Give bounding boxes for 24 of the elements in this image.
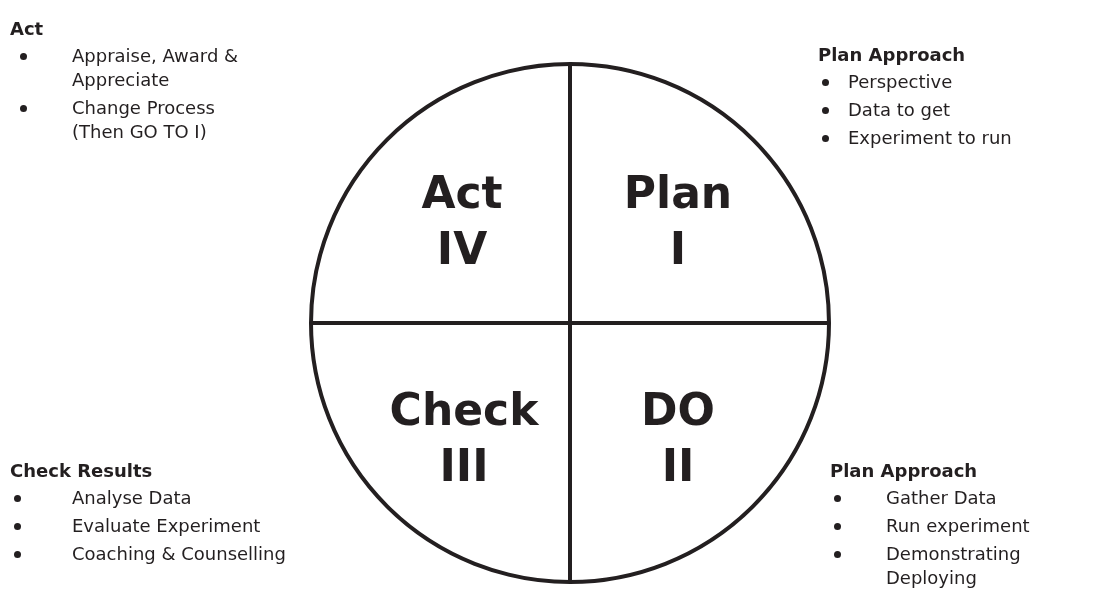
- bullet-text: Experiment to run: [848, 126, 1013, 150]
- bullet-text: Run experiment: [886, 514, 1031, 538]
- roman-numeral: I: [669, 222, 687, 276]
- bullet-text: Analyse Data: [72, 486, 193, 510]
- section-heading: Act: [10, 18, 44, 39]
- section-heading: Check Results: [10, 460, 153, 481]
- section-heading: Plan Approach: [830, 460, 978, 481]
- quadrant-title: DO: [641, 383, 715, 437]
- bullet-text: Data to get: [848, 98, 952, 122]
- quadrant-title: Check: [389, 383, 539, 437]
- section-heading: Plan Approach: [818, 44, 966, 65]
- bullet-text: Change Process (Then GO TO I): [72, 96, 216, 144]
- roman-numeral: IV: [436, 222, 488, 276]
- quadrant-title: Act: [421, 166, 503, 220]
- bullet-text: Demonstrating Deploying: [886, 542, 1022, 590]
- quadrant-title: Plan: [623, 166, 733, 220]
- bullet-text: Gather Data: [886, 486, 998, 510]
- bullet-text: Coaching & Counselling: [72, 542, 287, 566]
- bullet-text: Evaluate Experiment: [72, 514, 262, 538]
- bullet-text: Perspective: [848, 70, 954, 94]
- roman-numeral: III: [439, 439, 489, 493]
- roman-numeral: II: [661, 439, 695, 493]
- bullet-text: Appraise, Award & Appreciate: [72, 44, 240, 92]
- quadrant-circle: [309, 62, 831, 584]
